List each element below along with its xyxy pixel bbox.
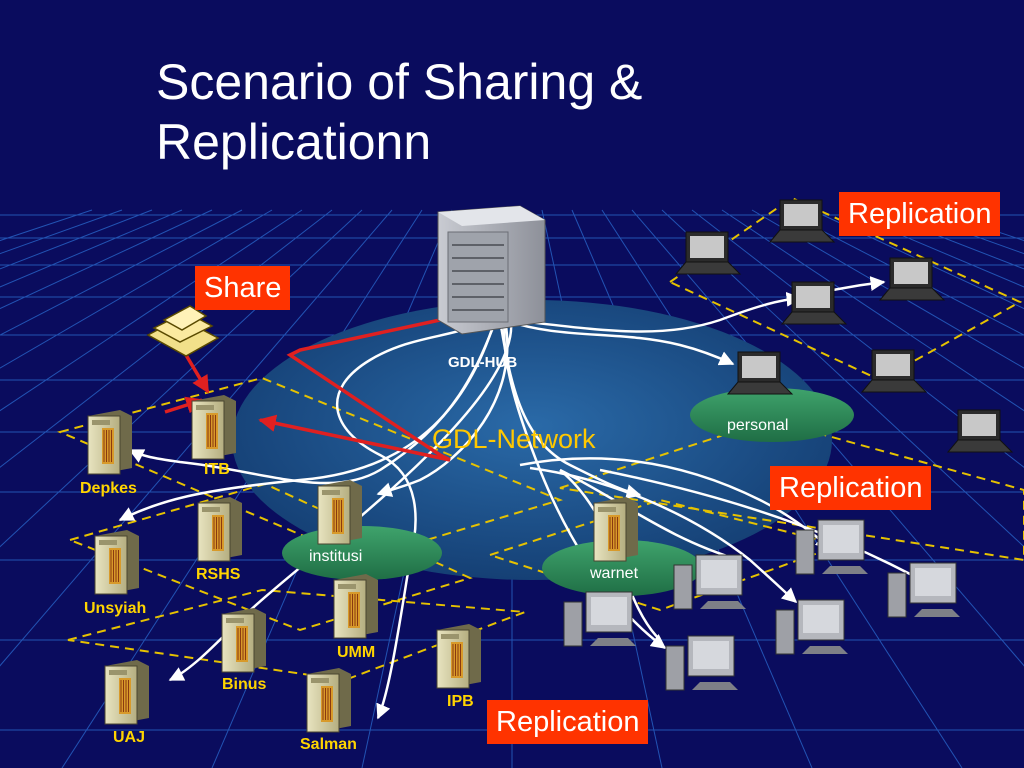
institution-servers [87,395,638,733]
replication-callout-middle: Replication [770,466,932,510]
node-label-depkes: Depkes [80,480,137,497]
server-icon-rshs [197,497,242,562]
grid-line [0,209,393,667]
desktop-icon [673,554,746,610]
grid-line [0,209,93,242]
grid-line [0,209,303,412]
laptop-icon [768,199,836,243]
replication-callout-bottom: Replication [487,700,649,744]
grid-line [811,209,1024,310]
node-label-uaj: UAJ [113,729,146,746]
warnet-group-ellipse [542,540,702,596]
laptop-icon [674,231,742,275]
gdl-network-label: GDL-Network [432,424,596,454]
grid-line [0,209,213,310]
server-icon-binus [221,608,266,673]
node-label-umm: UMM [337,644,376,661]
server-icon-unsyiah [94,530,139,595]
desktop-icon [795,519,868,575]
grid-line [721,209,1024,412]
slide-title-line-2: Replicationn [156,114,432,170]
laptop-icon [946,409,1014,453]
laptop-icon [860,349,928,393]
grid-line [0,209,273,369]
desktop-icon [563,591,636,647]
share-callout: Share [195,266,291,310]
slide-title-line-1: Scenario of Sharing & [156,54,643,110]
node-label-ipb: IPB [447,693,474,710]
connection-curves [118,276,942,720]
gdl-hub-label: GDL-HUB [448,354,518,371]
laptop-icon [726,351,794,395]
server-icon-itb [191,395,236,460]
replication-callout-top: Replication [839,192,1001,236]
node-label-binus: Binus [222,676,267,693]
laptop-icon [780,281,848,325]
grid-line [931,209,1024,242]
server-icon-umm [333,574,378,639]
grid-line [751,209,1024,369]
personal-label: personal [727,417,789,434]
desktop-icon [775,599,848,655]
grid-line [781,209,1024,336]
books-icon [146,305,220,357]
grid-line [0,209,243,336]
server-icon-uaj [104,660,149,725]
laptop-icon [878,257,946,301]
gdl-network-cloud [232,300,832,580]
slide-title: Scenario of Sharing & Replicationn [156,52,836,172]
node-label-salman: Salman [300,736,357,753]
server-icon-ipb [436,624,481,689]
personal-laptops [674,199,1014,453]
gdl-hub-server-icon [437,205,546,335]
grid-line [661,209,1024,548]
server-icon-salman [306,668,351,733]
node-label-rshs: RSHS [196,566,241,583]
desktop-icon [665,635,738,691]
personal-group-ellipse [690,388,854,442]
warnet-desktops [563,519,960,691]
warnet-label: warnet [590,565,639,582]
node-label-itb: ITB [204,461,230,478]
institusi-label: institusi [309,548,363,565]
server-icon-depkes [87,410,132,475]
server-icon-institusi [317,480,362,545]
node-label-unsyiah: Unsyiah [84,600,147,617]
desktop-icon [887,562,960,618]
server-icon-warnet [593,497,638,562]
